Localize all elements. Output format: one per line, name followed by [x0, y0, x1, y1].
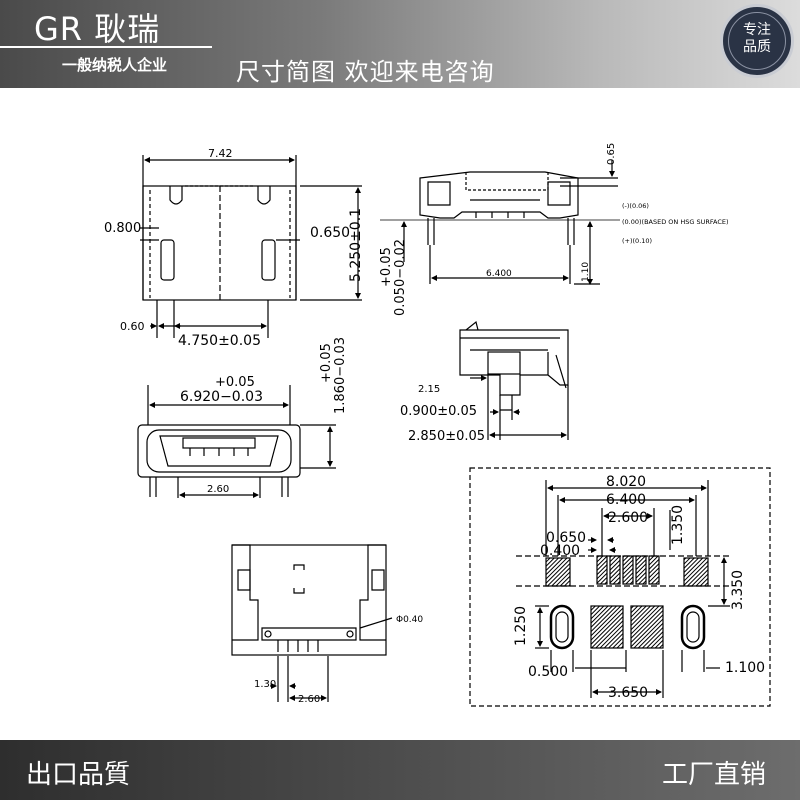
- view-pcb-footprint: [469, 467, 771, 707]
- dim-215: 2.15: [418, 384, 440, 395]
- pad-1350: 1.350: [670, 505, 686, 545]
- footer-right-text: 工厂直销: [661, 760, 766, 790]
- tol2-p005: +0.05: [319, 343, 334, 383]
- dim-110: 1.10: [581, 262, 591, 282]
- brand-name: GR 耿瑞: [34, 10, 161, 48]
- dimension-labels: 7.42 0.800 0.650 5.250±0.1 0.60 4.750±0.…: [104, 143, 765, 705]
- brand-underline: [0, 46, 212, 48]
- pad-8020: 8.020: [606, 474, 646, 490]
- footer-left-text: 出口品質: [26, 760, 131, 790]
- dim-5250: 5.250±0.1: [348, 208, 364, 282]
- header-banner: GR 耿瑞 一般纳税人企业 尺寸简图 欢迎来电咨询 专注 品质: [0, 0, 800, 88]
- tol-plus-010: (+)(0.10): [622, 237, 652, 245]
- dim-1860: 1.860−0.03: [333, 337, 348, 414]
- pad-6400: 6.400: [606, 492, 646, 508]
- pad-3650: 3.650: [608, 685, 648, 701]
- view-front-section: [380, 160, 620, 285]
- header-slogan: 尺寸简图 欢迎来电咨询: [236, 58, 495, 86]
- pad-3350: 3.350: [730, 570, 746, 610]
- dim-065: 0.65: [606, 143, 617, 165]
- dim-260-end: 2.60: [207, 484, 229, 495]
- brand-subtitle: 一般纳税人企业: [62, 56, 168, 74]
- badge-line-2: 品质: [743, 39, 771, 55]
- tol-zero: (0.00)(BASED ON HSG SURFACE): [622, 218, 729, 226]
- badge-line-1: 专注: [743, 22, 771, 38]
- dim-060: 0.60: [120, 320, 145, 333]
- pad-0500: 0.500: [528, 664, 568, 680]
- tol3-p005: +0.05: [215, 375, 255, 390]
- view-end: [137, 385, 336, 498]
- dim-0650: 0.650: [310, 225, 350, 241]
- dim-6920: 6.920−0.03: [180, 389, 263, 405]
- dim-top-width: 7.42: [208, 147, 233, 160]
- pad-1250: 1.250: [513, 606, 529, 646]
- pad-0400: 0.400: [540, 543, 580, 559]
- tol-p005: +0.05: [379, 247, 394, 287]
- dimension-drawing: 7.42 0.800 0.650 5.250±0.1 0.60 4.750±0.…: [104, 143, 771, 707]
- badge-text: 专注 品质: [723, 22, 791, 56]
- pad-0650: 0.650: [546, 530, 586, 546]
- dim-0800: 0.800: [104, 221, 141, 236]
- dim-2850: 2.850±0.05: [408, 429, 485, 444]
- dim-0900: 0.900±0.05: [400, 404, 477, 419]
- dim-6400-front: 6.400: [486, 269, 512, 279]
- pad-1100: 1.100: [725, 660, 765, 676]
- dim-4750: 4.750±0.05: [178, 333, 261, 349]
- dim-260-bottom: 2.60: [298, 694, 320, 705]
- pad-2600: 2.600: [608, 510, 648, 526]
- view-top: [140, 155, 362, 338]
- dim-phi040: Φ0.40: [396, 615, 423, 625]
- tol-0050: 0.050−0.02: [393, 239, 408, 316]
- tol-minus-006: (-)(0.06): [622, 202, 649, 210]
- dim-130: 1.30: [254, 679, 276, 690]
- view-side: [459, 320, 569, 440]
- quality-badge-icon: 专注 品质: [720, 4, 794, 78]
- badge-ring: [728, 12, 786, 70]
- view-bottom: [231, 544, 393, 702]
- footer-banner: 出口品質 工厂直销: [0, 740, 800, 800]
